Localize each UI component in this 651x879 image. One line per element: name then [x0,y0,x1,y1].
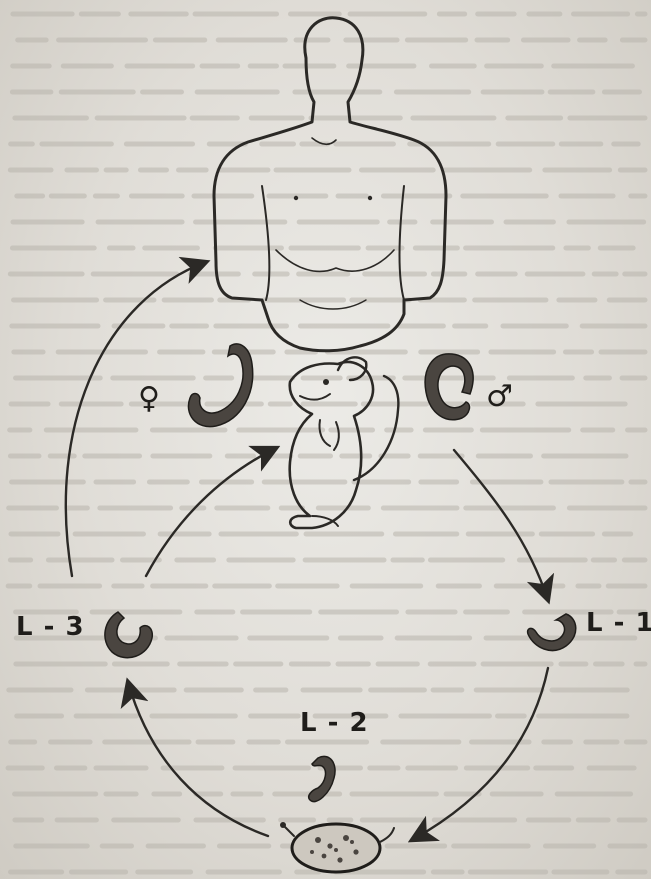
female-symbol: ♀ [138,384,160,414]
rat-icon [290,357,399,528]
arrow-to-intermediate-host [412,668,548,840]
arrow-to-l1 [454,450,548,600]
larva-icon-l3 [105,612,152,658]
snail-slug-icon [280,822,394,872]
human-torso-icon [214,18,446,351]
male-symbol: ♂ [486,382,513,412]
arrow-to-human [66,262,206,576]
stage-label-l3: L - 3 [16,614,85,640]
male-worm-icon [425,354,473,420]
arrow-to-rat [146,448,276,576]
stage-label-l1: L - 1 [586,610,651,636]
larva-icon-l1 [528,614,576,650]
stage-label-l2: L - 2 [300,710,369,736]
larva-icon-l2 [309,756,335,801]
arrow-to-l3 [128,682,268,836]
female-worm-icon [188,344,252,427]
